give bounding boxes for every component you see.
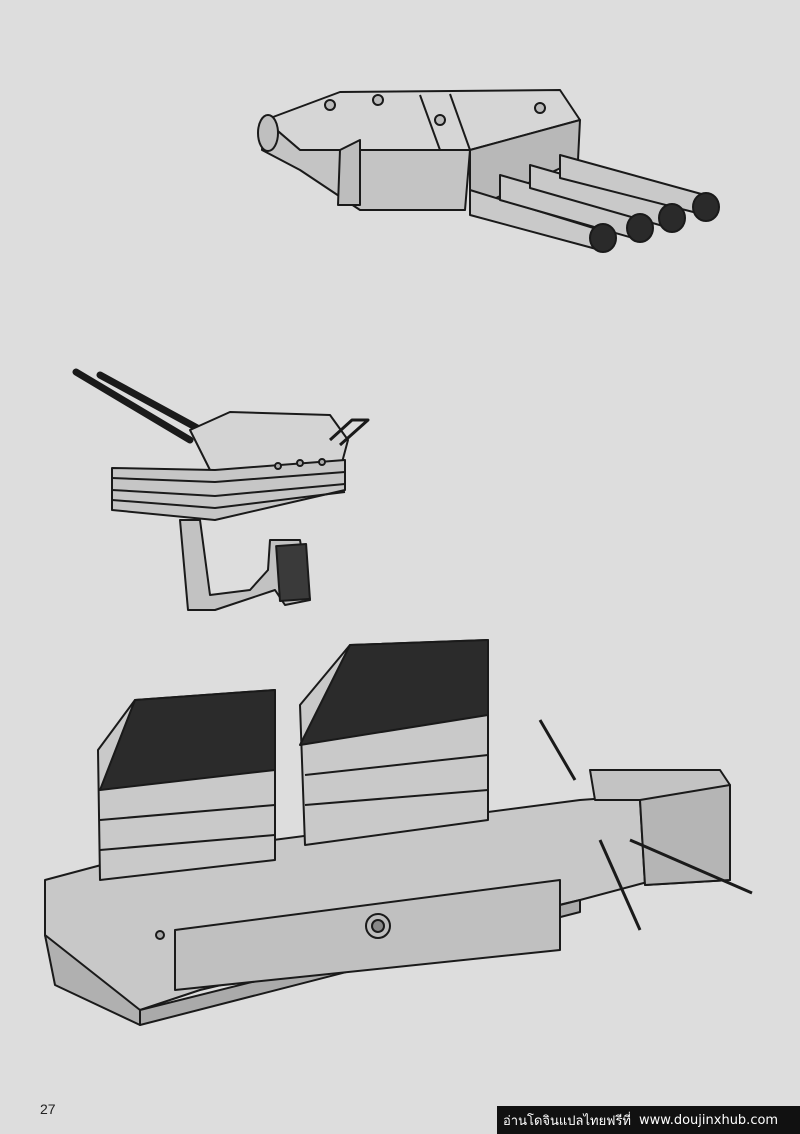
watermark-banner: อ่านโดจินแปลไทยฟรีที่ www.doujinxhub.com: [497, 1106, 800, 1134]
page-number: 27: [40, 1101, 56, 1117]
twin-funnel-deck-module: [44, 639, 753, 1026]
quad-torpedo-launcher: [257, 89, 720, 253]
watermark-text: อ่านโดจินแปลไทยฟรีที่: [503, 1113, 632, 1129]
watermark-url[interactable]: www.doujinxhub.com: [639, 1112, 779, 1128]
twin-barrel-gun-turret: [72, 368, 370, 611]
